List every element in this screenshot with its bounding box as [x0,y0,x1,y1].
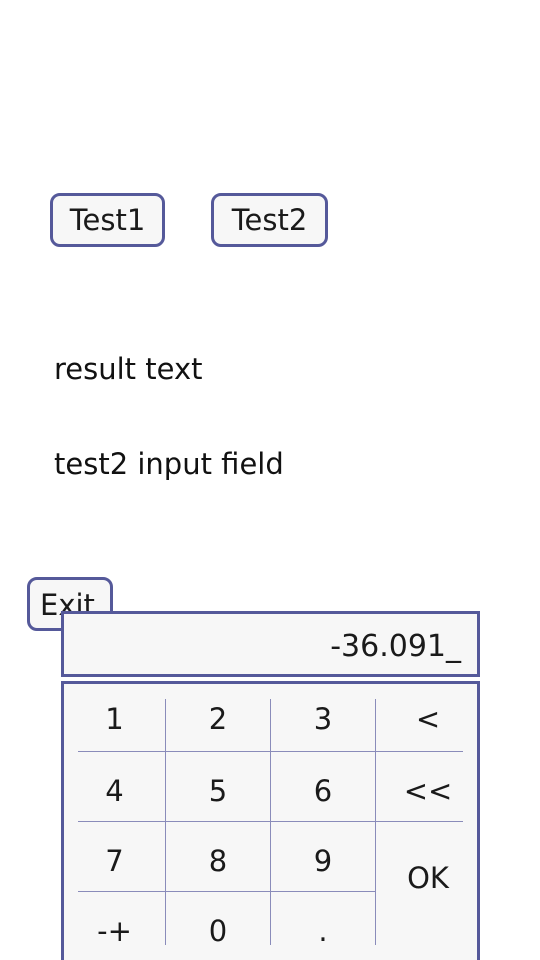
keypad-divider [78,821,463,822]
numeric-keypad: 1 2 3 < 4 5 6 << 7 8 9 OK -+ 0 . [61,681,480,960]
keypad-divider [270,699,271,945]
key-5[interactable]: 5 [208,774,228,808]
decimal-point-key[interactable]: . [318,914,328,948]
keypad-divider [78,891,375,892]
keypad-divider [375,699,376,945]
clear-key[interactable]: << [403,774,453,808]
backspace-key[interactable]: < [415,702,441,736]
sign-toggle-key[interactable]: -+ [97,914,132,948]
keypad-divider [78,751,463,752]
test2-button[interactable]: Test2 [211,193,328,247]
keypad-divider [165,699,166,945]
key-9[interactable]: 9 [313,844,333,878]
key-1[interactable]: 1 [105,702,124,736]
test1-button[interactable]: Test1 [50,193,165,247]
key-0[interactable]: 0 [208,914,228,948]
key-4[interactable]: 4 [105,774,124,808]
test2-input-field[interactable]: test2 input field [54,447,284,481]
keypad-display: -36.091_ [61,611,480,677]
key-6[interactable]: 6 [313,774,333,808]
result-text: result text [54,352,203,386]
key-3[interactable]: 3 [313,702,333,736]
key-2[interactable]: 2 [208,702,228,736]
key-7[interactable]: 7 [105,844,124,878]
ok-key[interactable]: OK [407,861,449,895]
key-8[interactable]: 8 [208,844,228,878]
